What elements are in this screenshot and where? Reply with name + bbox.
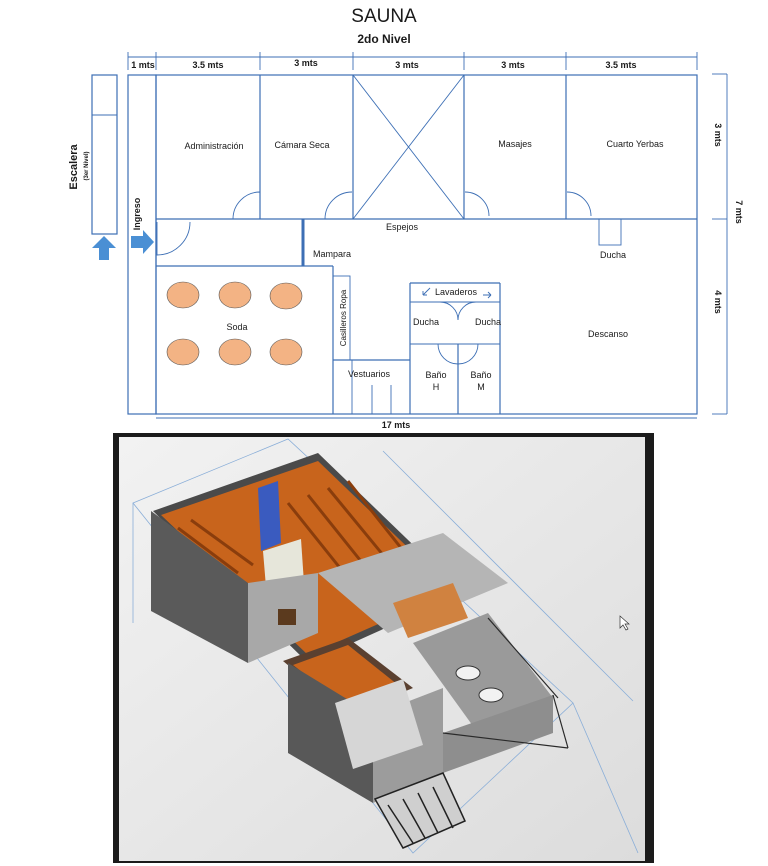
floor-plan: 1 mts 3.5 mts 3 mts 3 mts 3 mts 3.5 mts … [68, 52, 744, 430]
render-3d-illustration [119, 433, 654, 863]
label-bano-h-letter: H [433, 382, 440, 392]
dim-top-4: 3 mts [395, 60, 419, 70]
lower-front-wall [288, 663, 373, 803]
stair-sublabel: (3er Nivel) [84, 151, 90, 180]
ingreso-arrow [131, 230, 154, 254]
window [278, 609, 296, 625]
stair-up-arrow [92, 236, 116, 260]
dim-top-2: 3.5 mts [192, 60, 223, 70]
plan-subtitle: 2do Nivel [357, 32, 411, 46]
door-ducha-m [457, 301, 477, 321]
dim-right-2: 4 mts [713, 290, 723, 314]
screen-bezel [645, 433, 654, 863]
dim-top-3: 3 mts [294, 58, 318, 68]
door-bano-m [457, 343, 479, 365]
door-cuarto-yerbas [566, 191, 592, 217]
soda-table [218, 281, 252, 309]
building-outline [155, 74, 698, 415]
room-soda: Soda [226, 322, 247, 332]
dim-right-total: 7 mts [734, 200, 744, 224]
lounge-tables [455, 665, 504, 703]
door-entry [156, 221, 191, 256]
dim-top-1: 1 mts [131, 60, 155, 70]
descanso-floor [413, 613, 553, 733]
label-bano-m: Baño [470, 370, 491, 380]
plan-title: SAUNA [351, 6, 417, 27]
render-3d-photo [113, 433, 654, 863]
descanso-front-wall [443, 695, 553, 773]
room-camara-seca: Cámara Seca [274, 140, 329, 150]
label-lavaderos: Lavaderos [435, 287, 478, 297]
label-bano-m-letter: M [477, 382, 485, 392]
front-left-wall [151, 511, 248, 663]
label-espejos: Espejos [386, 222, 419, 232]
soda-tables [166, 281, 303, 366]
door-masajes [464, 191, 490, 217]
soda-table [269, 338, 303, 366]
room-descanso: Descanso [588, 329, 628, 339]
label-ducha-left: Ducha [413, 317, 439, 327]
door-camara-seca [324, 191, 353, 220]
label-casilleros: Casilleros Ropa [339, 289, 348, 346]
label-ducha-mid: Ducha [475, 317, 501, 327]
soda-table [269, 282, 303, 310]
dim-top-5: 3 mts [501, 60, 525, 70]
ingreso-label: Ingreso [132, 197, 142, 230]
lavaderos-arrow-left [422, 287, 431, 296]
lockers-wood [393, 583, 468, 638]
ducha-right-box [598, 218, 622, 246]
room-vestuarios: Vestuarios [348, 369, 391, 379]
lavaderos-arrow-right [483, 291, 492, 299]
lower-room-floor [293, 645, 398, 705]
door-ducha-h [439, 301, 459, 321]
lower-room-white [335, 679, 423, 769]
mouse-cursor [619, 615, 630, 631]
staircase [91, 74, 118, 235]
top-dimension-line [127, 52, 698, 70]
blue-column [258, 481, 281, 551]
sauna-benches [177, 480, 407, 579]
right-dimension-line [712, 73, 728, 415]
dim-bottom: 17 mts [382, 420, 411, 430]
void-cross-2 [352, 74, 465, 220]
door-bano-h [437, 343, 459, 365]
middle-floor [318, 533, 508, 633]
label-bano-h: Baño [425, 370, 446, 380]
soda-table [218, 338, 252, 366]
label-mampara: Mampara [313, 249, 351, 259]
room-masajes: Masajes [498, 139, 532, 149]
dim-right-1: 3 mts [713, 123, 723, 147]
label-ducha-right: Ducha [600, 250, 626, 260]
dim-top-6: 3.5 mts [605, 60, 636, 70]
soda-table [166, 281, 200, 309]
soda-table [166, 338, 200, 366]
door-administracion [232, 191, 261, 220]
staircase-3d [373, 772, 467, 849]
railing [442, 617, 569, 749]
room-administracion: Administración [184, 141, 243, 151]
stair-label: Escalera [68, 143, 80, 189]
room-cuarto-yerbas: Cuarto Yerbas [606, 139, 664, 149]
